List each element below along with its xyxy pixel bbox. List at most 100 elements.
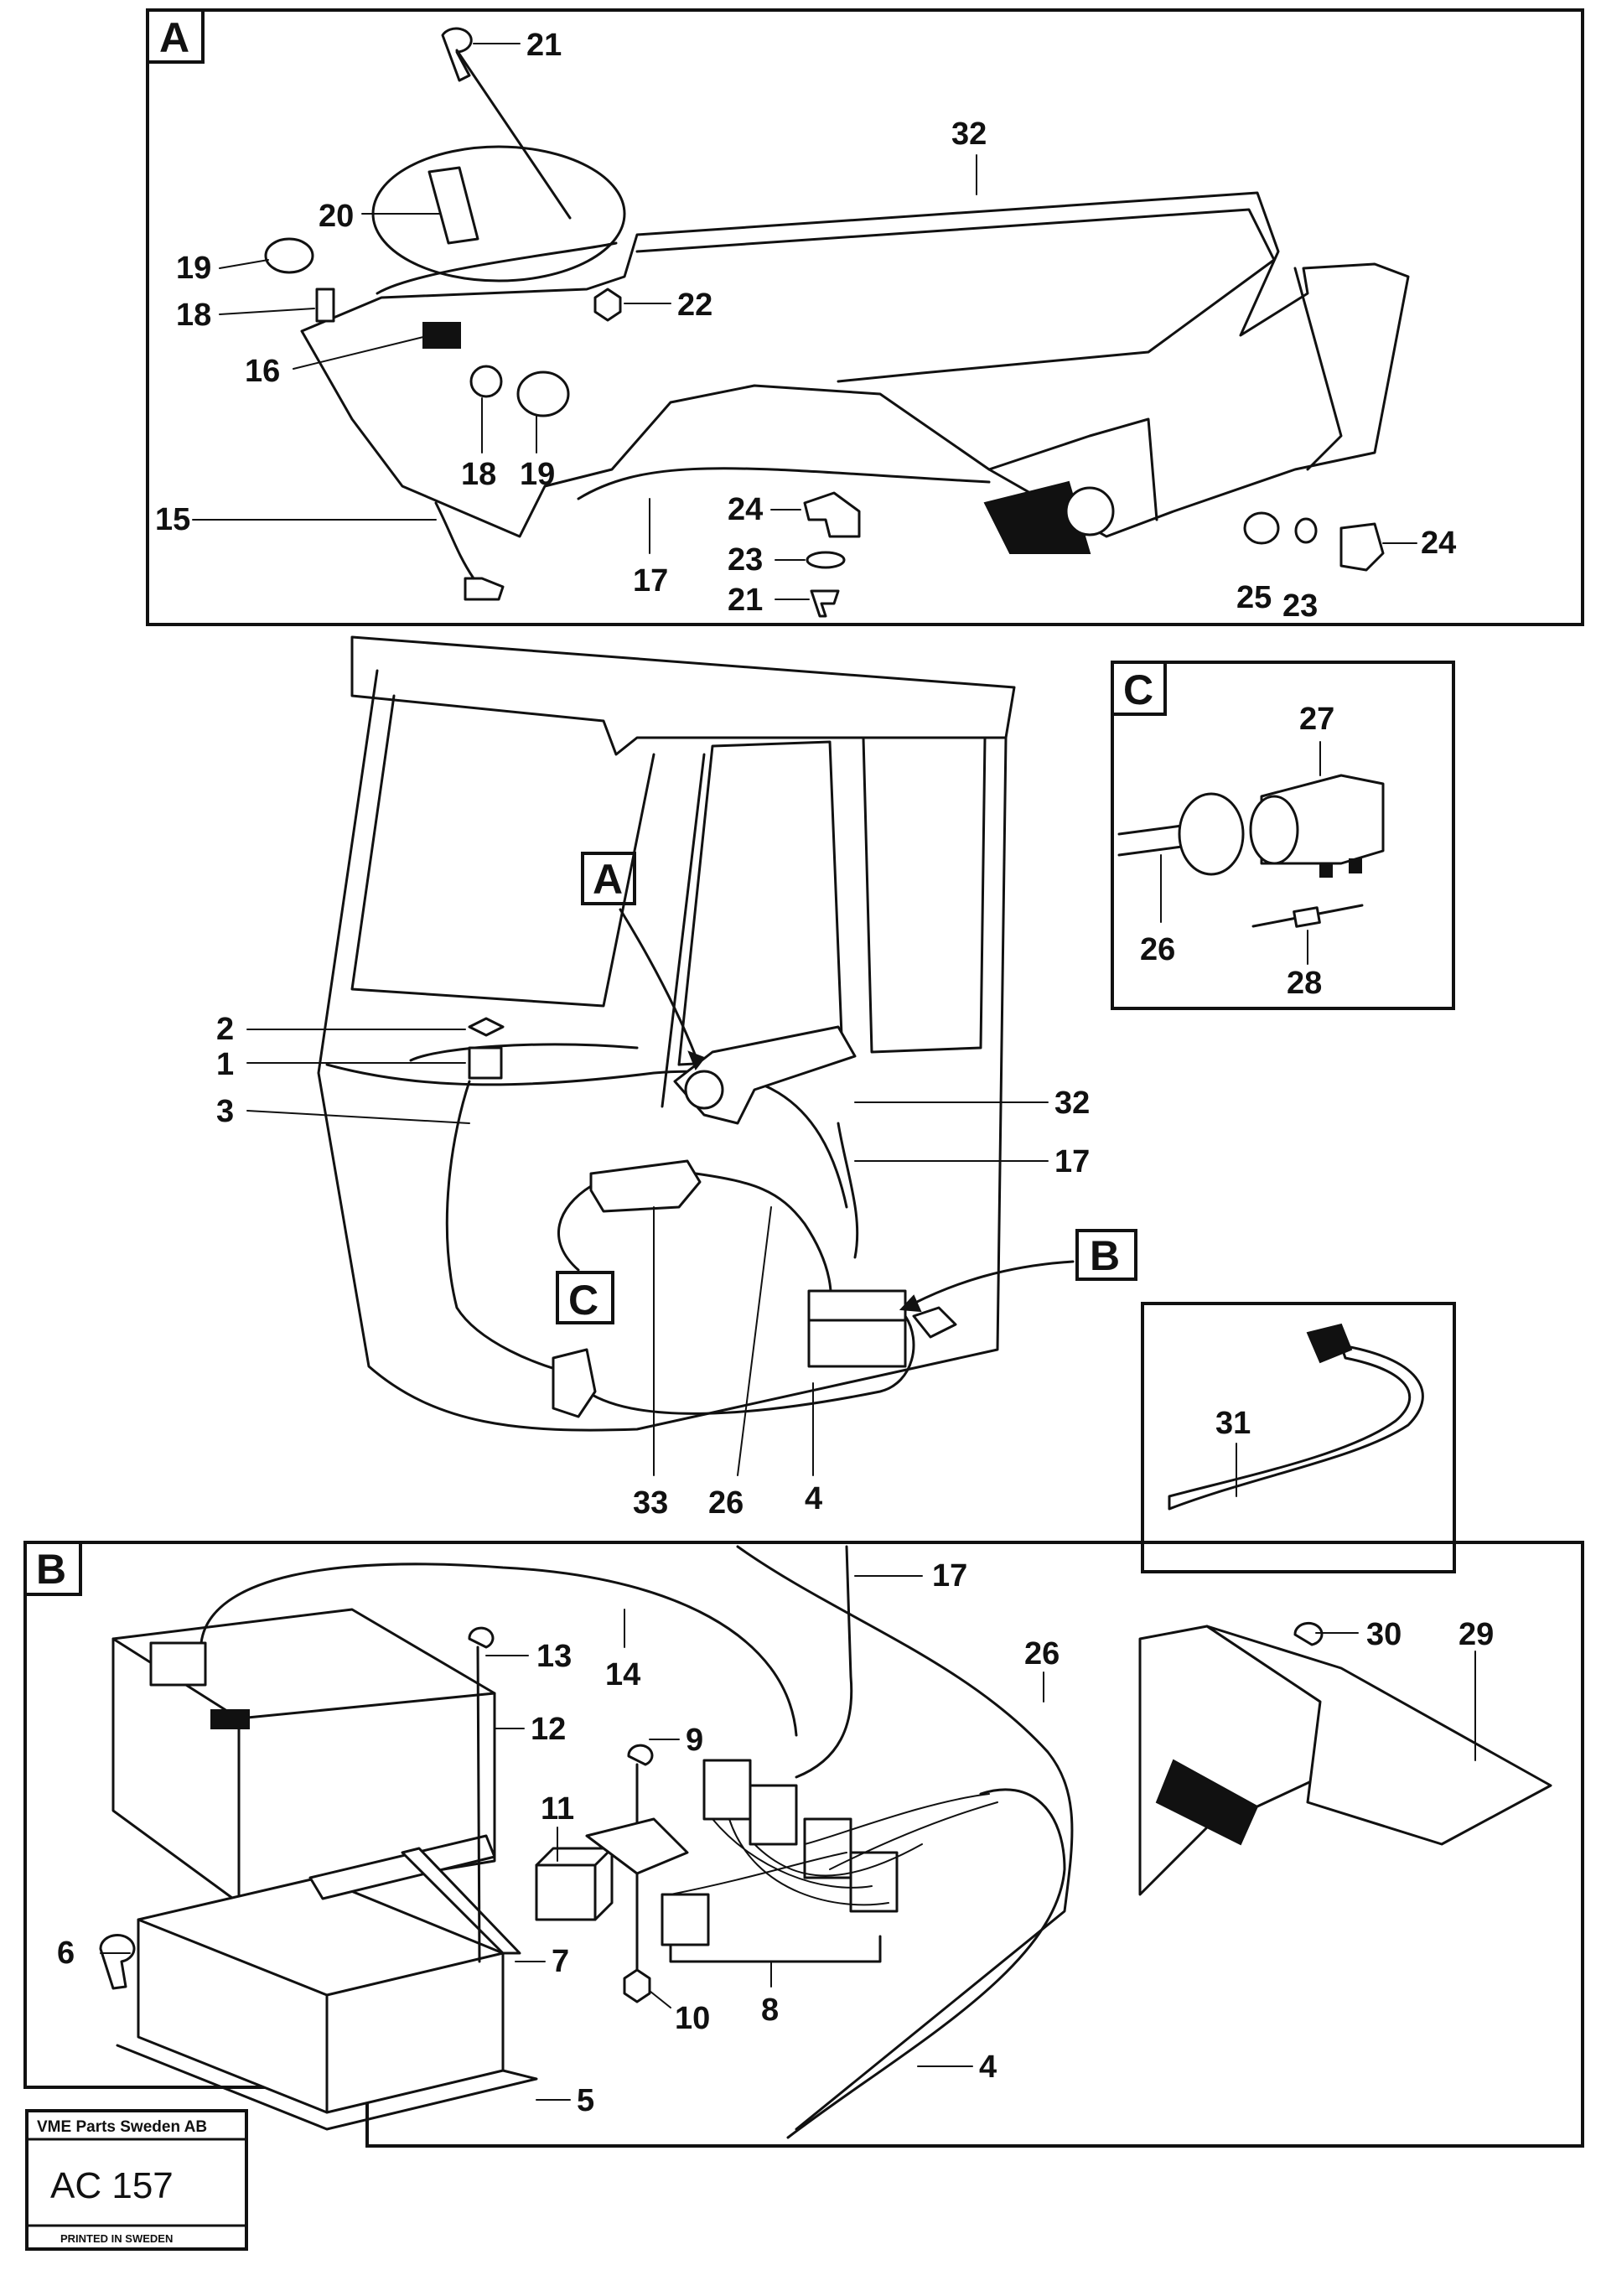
label-24-right: 24 — [1421, 526, 1456, 561]
callout-a-box — [581, 852, 636, 905]
cab-left-window — [350, 694, 655, 1008]
washer-2 — [468, 1017, 505, 1037]
leader-19-upper — [219, 259, 269, 269]
label-4-b: 4 — [979, 2050, 997, 2085]
knob-19-lower — [516, 371, 570, 417]
dome-base — [376, 241, 618, 295]
washer-23-right — [1294, 517, 1318, 544]
label-14: 14 — [605, 1657, 640, 1692]
nut-22 — [593, 288, 622, 322]
panel-b-letter: B — [36, 1546, 66, 1593]
label-21: 21 — [526, 28, 562, 63]
label-17-b: 17 — [932, 1558, 967, 1594]
panel-a-letter-box — [146, 8, 205, 64]
rail-strip — [308, 1834, 496, 1900]
label-18: 18 — [176, 298, 211, 333]
cable-17-b — [795, 1545, 853, 1779]
label-13: 13 — [536, 1639, 572, 1674]
panel-b-letter-box — [23, 1541, 82, 1596]
console-rear-bracket — [1293, 267, 1343, 471]
control-unit-bracket — [912, 1306, 957, 1339]
callout-a-arrowhead — [687, 1050, 706, 1071]
console-inner-strut — [987, 417, 1158, 521]
cab-console-top — [409, 1043, 639, 1062]
bracket-29-shadow — [1155, 1759, 1259, 1846]
console-housing — [300, 191, 1410, 538]
label-3: 3 — [216, 1094, 234, 1129]
label-33: 33 — [633, 1485, 668, 1521]
cable-tie-head — [1306, 1323, 1353, 1364]
label-10: 10 — [675, 2001, 710, 2036]
knob-19-upper — [264, 237, 314, 274]
screw-21-axis — [455, 49, 572, 220]
publisher-stamp: VME Parts Sweden AB AC 157 PRINTED IN SW… — [25, 2109, 248, 2251]
base-plate-5 — [137, 1876, 505, 2114]
label-15: 15 — [155, 502, 190, 537]
label-24: 24 — [728, 492, 763, 527]
bolt-25 — [1243, 511, 1280, 545]
unit-12-connector — [149, 1641, 207, 1687]
label-32-main: 32 — [1054, 1086, 1090, 1121]
panel-c-frame — [1111, 661, 1455, 1010]
plug-27-face — [1249, 795, 1299, 865]
screw-9 — [627, 1744, 654, 1766]
stamp-code: AC 157 — [50, 2165, 174, 2206]
cable-26-b — [736, 1545, 1074, 2131]
diode-28 — [1293, 906, 1321, 928]
label-26-c: 26 — [1140, 932, 1175, 967]
label-32: 32 — [951, 117, 987, 152]
plug-pin-a — [1319, 863, 1333, 878]
label-8: 8 — [761, 1993, 779, 2028]
joystick-lever — [427, 166, 479, 245]
leader-18-upper — [219, 308, 315, 315]
label-19-lower: 19 — [520, 457, 555, 492]
connector-block-33 — [589, 1159, 702, 1213]
cab-door-pillar — [661, 753, 706, 1108]
label-25: 25 — [1236, 580, 1272, 615]
grommet-nut — [1178, 792, 1245, 876]
label-12: 12 — [531, 1712, 566, 1747]
cable-4-b — [786, 1788, 1066, 2139]
cable-26 — [694, 1172, 832, 1302]
callout-a-letter: A — [593, 856, 623, 903]
panel-a-letter: A — [159, 14, 189, 61]
label-7: 7 — [552, 1944, 569, 1979]
panel-c: C 27 26 28 — [1111, 661, 1455, 1010]
label-17: 17 — [633, 563, 668, 599]
washer-23 — [806, 551, 846, 569]
connector-8-e — [849, 1851, 899, 1913]
label-28: 28 — [1287, 966, 1322, 1001]
leader-10 — [649, 1990, 671, 2008]
switch-1 — [468, 1046, 503, 1080]
panel-tie-frame — [1141, 1302, 1456, 1573]
callout-a-arrow — [619, 908, 697, 1058]
switch-16 — [422, 322, 461, 349]
panel-c-letter-box — [1111, 661, 1167, 716]
callout-b-box — [1075, 1229, 1137, 1281]
label-9: 9 — [686, 1723, 703, 1758]
label-1: 1 — [216, 1047, 234, 1082]
stamp-printed: PRINTED IN SWEDEN — [60, 2232, 173, 2245]
label-26: 26 — [708, 1485, 744, 1521]
screw-13-axis — [476, 1646, 481, 1963]
screw-6 — [99, 1934, 136, 1990]
label-29: 29 — [1459, 1617, 1494, 1652]
label-18-lower: 18 — [461, 457, 496, 492]
label-2: 2 — [216, 1012, 234, 1047]
callout-c-box — [556, 1271, 614, 1324]
connector-8-b — [702, 1759, 752, 1821]
unit-12-label-plate — [210, 1709, 250, 1729]
cable-4 — [585, 1314, 915, 1415]
label-5: 5 — [577, 2083, 594, 2118]
label-21-bottom: 21 — [728, 583, 763, 618]
clip-24 — [803, 491, 861, 538]
cable-14 — [199, 1563, 798, 1737]
switch-18-lower — [469, 365, 503, 398]
cab-rear-window — [862, 736, 987, 1054]
connector-8-a — [585, 1817, 689, 1875]
callout-b-arrowhead — [899, 1294, 922, 1313]
label-4: 4 — [805, 1481, 822, 1516]
connector-8-d — [803, 1817, 852, 1879]
bracket-29-top — [1205, 1625, 1552, 1846]
